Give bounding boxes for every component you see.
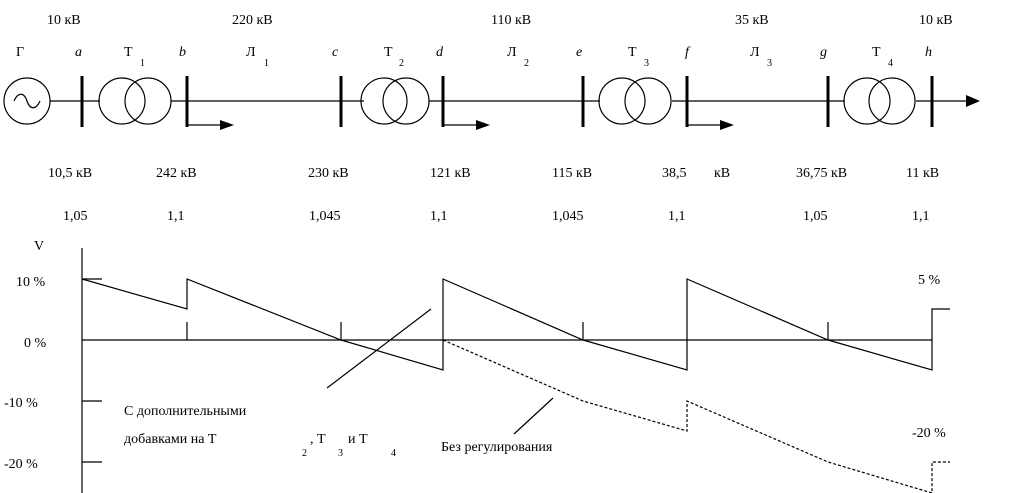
annotation-with-sub-t3: 3 [338, 448, 343, 459]
voltage-profile-regulated [81, 278, 950, 371]
line-l2-index: 2 [524, 58, 529, 69]
node-voltage-b: 242 кВ [156, 166, 197, 181]
transformer-t1-label: Т [124, 45, 133, 60]
ratio-f: 1,1 [668, 209, 686, 224]
line-l2-label: Л [507, 45, 517, 60]
voltage-level-10kv-left: 10 кВ [47, 13, 81, 28]
transformer-t1-symbol [98, 77, 172, 125]
annotation-with-sub-t4: 4 [391, 448, 396, 459]
load-arrow-d-icon [443, 120, 490, 130]
y-tick-label-0: 0 % [24, 336, 47, 351]
node-c-label: c [332, 45, 339, 60]
transformer-t3-symbol [598, 77, 672, 125]
ratio-a: 1,05 [63, 209, 88, 224]
voltage-level-220kv: 220 кВ [232, 13, 273, 28]
annotation-with-and-t4: и Т [348, 432, 368, 447]
voltage-profile-unregulated [442, 339, 950, 493]
transformer-t4-symbol [843, 77, 916, 125]
right-label-5pct: 5 % [918, 273, 941, 288]
node-voltage-g: 36,75 кВ [796, 166, 847, 181]
line-l3-index: 3 [767, 58, 772, 69]
output-arrow-icon [966, 95, 980, 107]
transformer-t1-index: 1 [140, 58, 145, 69]
right-label-minus20pct: -20 % [912, 426, 946, 441]
node-voltage-h: 11 кВ [906, 166, 939, 181]
annotation-leader-with [326, 308, 432, 389]
generator-label: Г [16, 45, 24, 60]
ratio-h: 1,1 [912, 209, 930, 224]
line-l1-label: Л [246, 45, 256, 60]
plot-y-axis-label: V [34, 239, 44, 254]
node-voltage-f: 38,5 [662, 166, 687, 181]
node-voltage-a: 10,5 кВ [48, 166, 92, 181]
transformer-t4-index: 4 [888, 58, 893, 69]
annotation-with-t3: , Т [310, 432, 326, 447]
ratio-b: 1,1 [167, 209, 185, 224]
node-h-label: h [925, 45, 932, 60]
transformer-t4-label: Т [872, 45, 881, 60]
node-b-label: b [179, 45, 186, 60]
node-e-label: e [576, 45, 582, 60]
transformer-t3-label: Т [628, 45, 637, 60]
y-tick-label-minus10: -10 % [4, 396, 38, 411]
y-tick-label-minus20: -20 % [4, 457, 38, 472]
line-l3-label: Л [750, 45, 760, 60]
ratio-g: 1,05 [803, 209, 828, 224]
node-voltage-c: 230 кВ [308, 166, 349, 181]
annotation-with-line2: добавками на Т [124, 432, 217, 447]
transformer-t2-index: 2 [399, 58, 404, 69]
node-voltage-f-unit: кВ [714, 166, 730, 181]
load-arrow-b-icon [187, 120, 234, 130]
node-g-label: g [820, 45, 827, 60]
voltage-level-110kv: 110 кВ [491, 13, 531, 28]
node-f-label: f [685, 45, 691, 60]
node-voltage-e: 115 кВ [552, 166, 592, 181]
transformer-t2-symbol [360, 77, 430, 125]
ratio-d: 1,1 [430, 209, 448, 224]
y-tick-label-10: 10 % [16, 275, 46, 290]
line-l1-index: 1 [264, 58, 269, 69]
ratio-e: 1,045 [552, 209, 584, 224]
load-arrow-f-icon [687, 120, 734, 130]
annotation-with-sub-t2: 2 [302, 448, 307, 459]
annotation-without: Без регулирования [441, 440, 553, 455]
voltage-level-35kv: 35 кВ [735, 13, 769, 28]
node-voltage-d: 121 кВ [430, 166, 471, 181]
transformer-t3-index: 3 [644, 58, 649, 69]
annotation-with-line1: С дополнительными [124, 404, 247, 419]
ratio-c: 1,045 [309, 209, 341, 224]
voltage-level-10kv-right: 10 кВ [919, 13, 953, 28]
annotation-leader-without [513, 397, 554, 435]
node-d-label: d [436, 45, 444, 60]
generator-symbol [3, 77, 51, 125]
node-a-label: a [75, 45, 82, 60]
transformer-t2-label: Т [384, 45, 393, 60]
